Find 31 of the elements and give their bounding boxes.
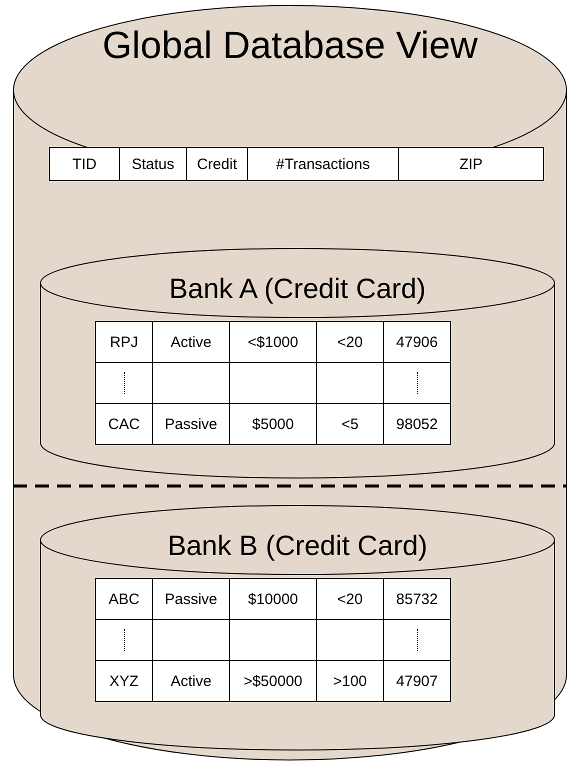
data-value: RPJ (96, 322, 152, 362)
data-value: >100 (316, 660, 384, 702)
data-value: Passive (152, 404, 230, 444)
column-header: Credit (186, 148, 248, 180)
data-value: ABC (96, 578, 152, 620)
cylinder-title: Bank B (Credit Card) (168, 530, 428, 562)
data-value: 98052 (384, 404, 450, 444)
database-cylinder (13, 5, 567, 760)
data-value: >$50000 (230, 660, 316, 702)
column-header: #Transactions (248, 148, 398, 180)
data-value: <$1000 (230, 322, 316, 362)
data-value: <20 (316, 578, 384, 620)
column-header: TID (50, 148, 120, 180)
data-value: Passive (152, 578, 230, 620)
data-value: <5 (316, 404, 384, 444)
data-value: $5000 (230, 404, 316, 444)
data-value: Active (152, 322, 230, 362)
data-value: $10000 (230, 578, 316, 620)
data-value: XYZ (96, 660, 152, 702)
database-cylinder (40, 505, 555, 750)
data-value: <20 (316, 322, 384, 362)
database-cylinder (40, 248, 555, 478)
data-value: 47907 (384, 660, 450, 702)
column-header: ZIP (398, 148, 544, 180)
column-header: Status (120, 148, 186, 180)
data-value: 47906 (384, 322, 450, 362)
cylinder-title: Bank A (Credit Card) (169, 273, 426, 305)
data-value: Active (152, 660, 230, 702)
cylinder-title: Global Database View (102, 25, 478, 68)
data-value: CAC (96, 404, 152, 444)
data-value: 85732 (384, 578, 450, 620)
